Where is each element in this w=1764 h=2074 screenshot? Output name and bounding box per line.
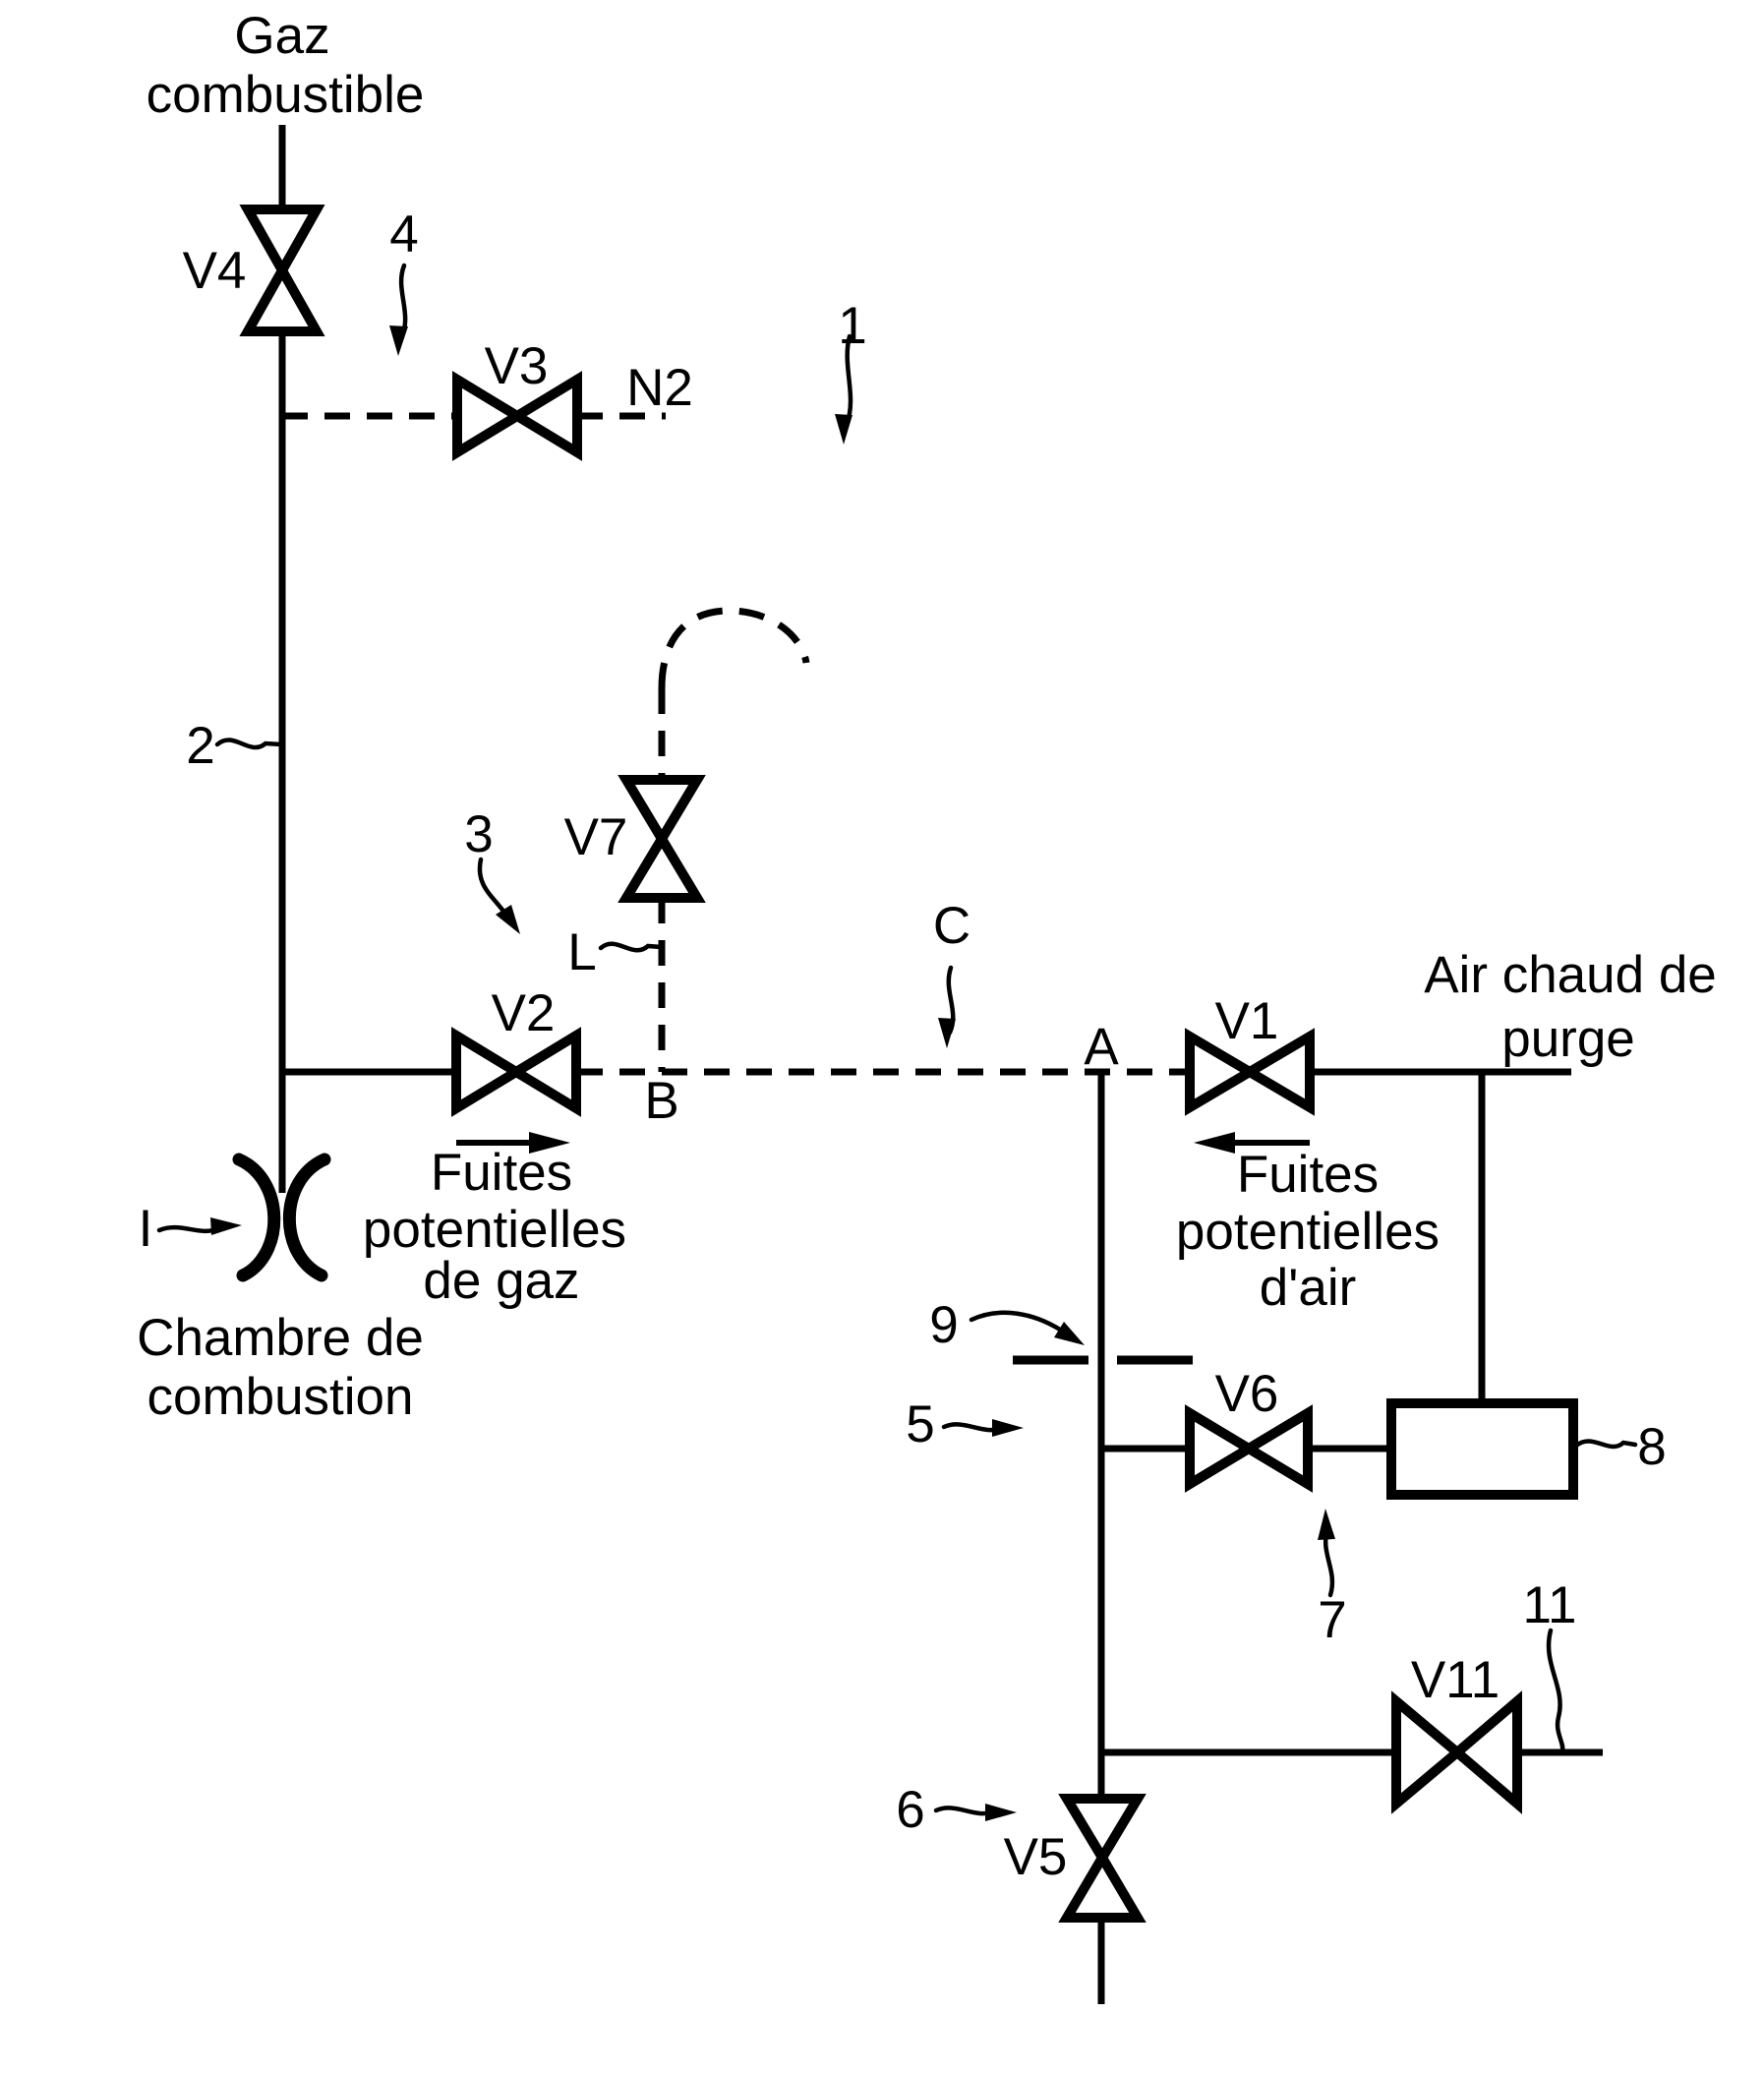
- ref-6-label: 6: [896, 1781, 924, 1839]
- valve-v2-symbol: [451, 1027, 581, 1117]
- valve-v1-symbol: [1185, 1028, 1315, 1116]
- ref-8-label: 8: [1637, 1418, 1666, 1476]
- chamber-arc-left: [232, 1153, 281, 1282]
- leader-arrow-ref-4: [389, 263, 408, 356]
- chamber-arc-right: [282, 1153, 331, 1282]
- leader-arrow-point-c: [938, 965, 956, 1048]
- gas-leaks-label-line3: de gaz: [423, 1252, 579, 1310]
- ref-5-label: 5: [906, 1395, 934, 1453]
- leader-tilde-ref-2: [214, 738, 285, 750]
- leader-tilde-point-l: [598, 941, 664, 953]
- valve-v4-label: V4: [183, 242, 247, 300]
- ref-1-label: 1: [838, 297, 866, 355]
- equipment-box-8: [1386, 1398, 1578, 1500]
- leader-arrow-ref-9: [969, 1310, 1085, 1345]
- combustion-chamber-label-line2: combustion: [147, 1368, 413, 1426]
- gas-supply-label-line2: combustible: [147, 66, 425, 124]
- ref-3-label: 3: [464, 805, 493, 863]
- ref-7-label: 7: [1318, 1591, 1346, 1649]
- gas-leaks-label-line1: Fuites: [431, 1144, 572, 1202]
- gas-leaks-label-line2: potentielles: [363, 1201, 626, 1259]
- pipe-dashed-hook: [658, 607, 810, 689]
- leader-arrow-ref-7: [1318, 1509, 1335, 1598]
- valve-v7-symbol: [617, 775, 706, 903]
- valve-v5-label: V5: [1004, 1828, 1068, 1886]
- ref-9-label: 9: [929, 1296, 958, 1354]
- valve-v3-label: V3: [485, 337, 549, 395]
- air-supply-label-line1: Air chaud de: [1424, 946, 1717, 1004]
- leader-arrow-ref-3: [477, 857, 520, 934]
- valve-v2-label: V2: [492, 984, 556, 1042]
- leader-arrow-ref-5: [941, 1419, 1024, 1437]
- air-supply-label-line2: purge: [1501, 1010, 1635, 1068]
- valve-v7-label: V7: [564, 808, 628, 866]
- air-leak-flow-arrow: [1194, 1132, 1310, 1154]
- leader-tilde-ref-8: [1573, 1439, 1638, 1450]
- valve-v11-symbol: [1391, 1690, 1522, 1814]
- gas-leak-flow-arrow: [456, 1132, 570, 1154]
- leader-arrow-point-i: [156, 1217, 242, 1235]
- air-leaks-label-line2: potentielles: [1176, 1203, 1440, 1261]
- valve-v4-symbol: [239, 205, 325, 336]
- point-b-label: B: [644, 1072, 678, 1130]
- valve-v5-symbol: [1058, 1794, 1147, 1923]
- ref-2-label: 2: [186, 717, 214, 775]
- leader-arrow-ref-1: [835, 333, 853, 444]
- leader-arrow-ref-6: [933, 1804, 1017, 1821]
- leader-tilde-ref-11: [1546, 1628, 1565, 1754]
- point-n2-label: N2: [626, 359, 693, 417]
- valve-v3-symbol: [452, 371, 582, 461]
- valve-v11-label: V11: [1411, 1651, 1499, 1709]
- air-leaks-label-line3: d'air: [1260, 1259, 1357, 1317]
- gas-supply-label-line1: Gaz: [234, 7, 329, 65]
- ref-11-label: 11: [1522, 1576, 1576, 1634]
- air-leaks-label-line1: Fuites: [1237, 1146, 1379, 1204]
- point-a-label: A: [1084, 1018, 1119, 1076]
- ref-4-label: 4: [389, 206, 418, 264]
- valve-v1-label: V1: [1215, 992, 1279, 1050]
- valve-v6-symbol: [1185, 1404, 1313, 1493]
- point-i-label: I: [139, 1200, 153, 1258]
- valve-v6-label: V6: [1215, 1365, 1279, 1423]
- point-c-label: C: [933, 897, 970, 955]
- combustion-chamber-label-line1: Chambre de: [137, 1309, 424, 1367]
- point-l-label: L: [567, 923, 596, 981]
